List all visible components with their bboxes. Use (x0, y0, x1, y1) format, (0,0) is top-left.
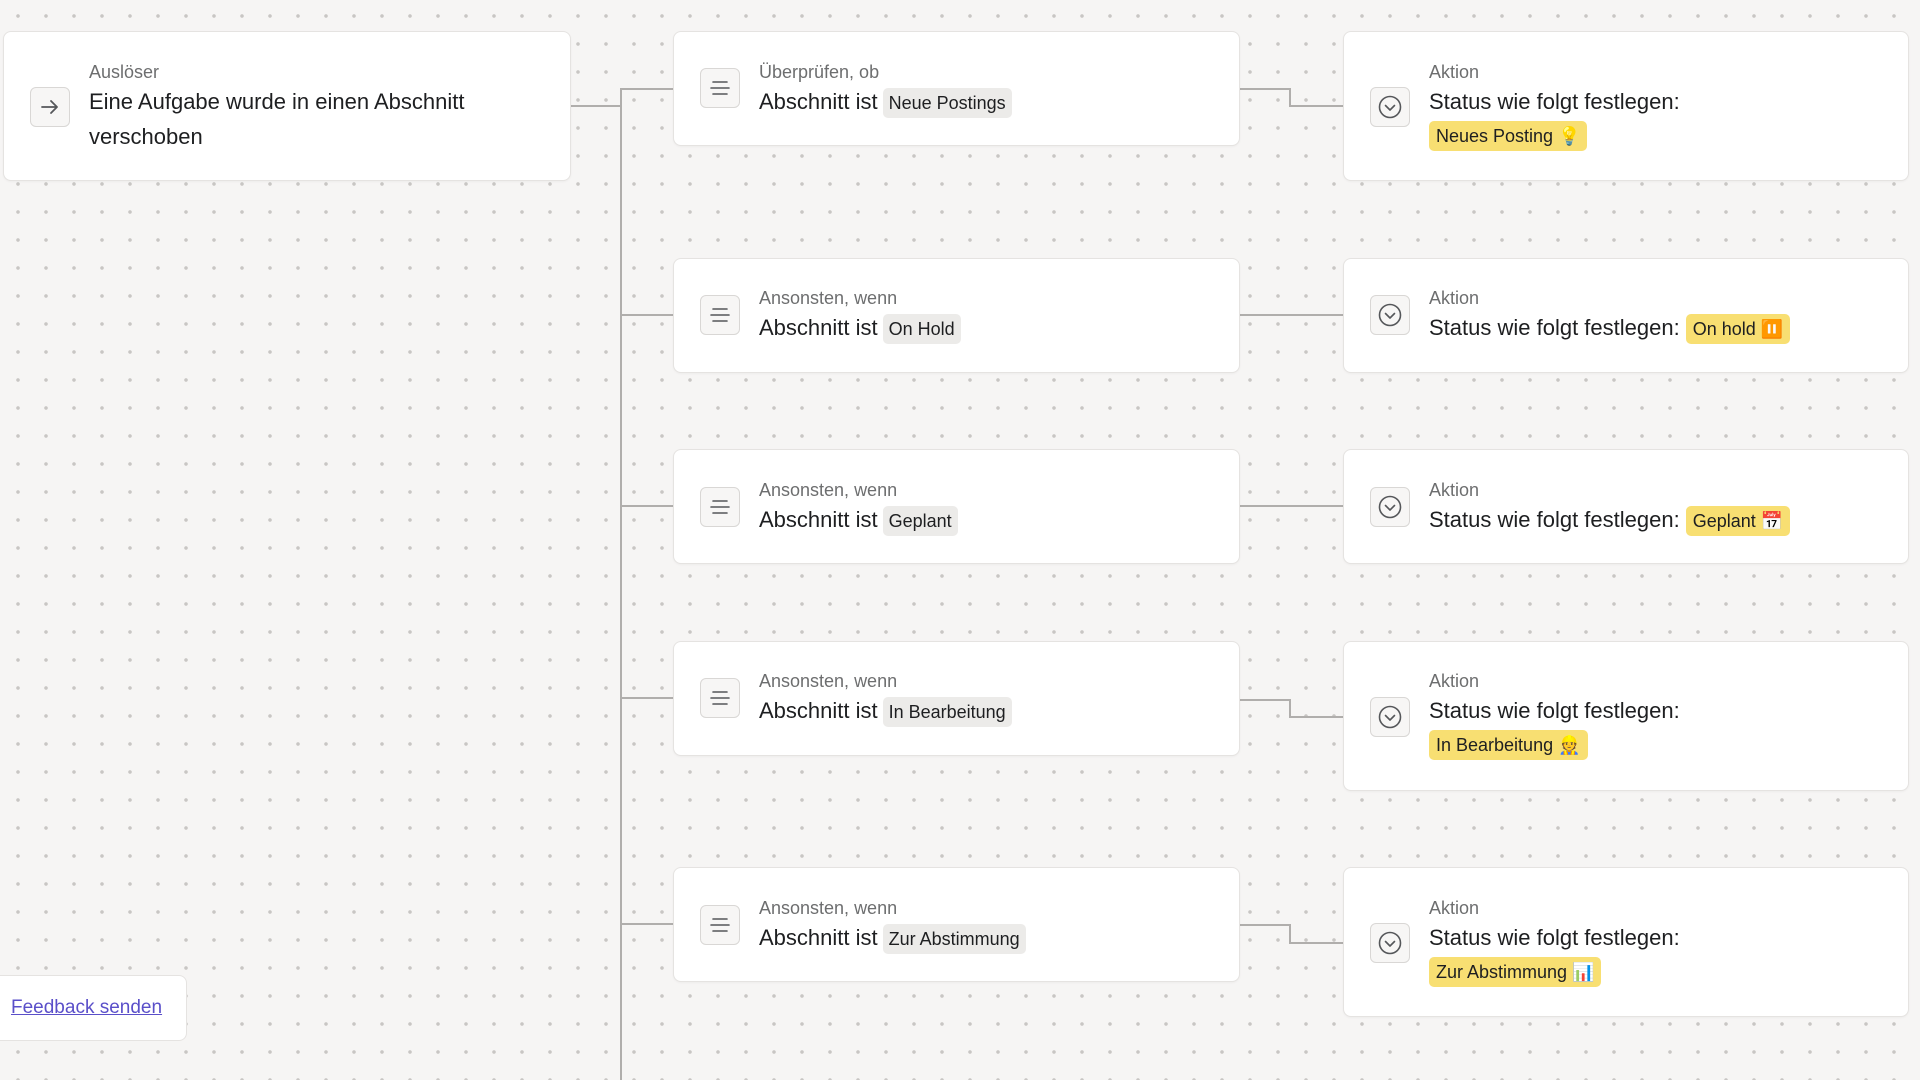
action-connector-5c (1289, 942, 1343, 944)
chevron-circle-icon (1370, 923, 1410, 963)
action-connector-4a (1240, 699, 1290, 701)
action-text: Status wie folgt festlegen: Zur Abstimmu… (1429, 920, 1680, 987)
chevron-circle-icon (1370, 697, 1410, 737)
action-connector-1a (1240, 88, 1290, 90)
branch-connector-2 (620, 314, 673, 316)
condition-prefix: Abschnitt ist (759, 698, 878, 723)
section-tag: Neue Postings (882, 88, 1012, 119)
branch-connector-4 (620, 697, 673, 699)
action-connector-1b (1289, 88, 1291, 106)
branch-trunk (620, 88, 622, 1080)
action-card[interactable]: Aktion Status wie folgt festlegen:On hol… (1343, 258, 1909, 373)
action-label: Aktion (1429, 898, 1480, 918)
action-description: Status wie folgt festlegen: (1429, 507, 1680, 532)
trigger-label: Auslöser (89, 62, 160, 82)
trigger-text: Eine Aufgabe wurde in einen Abschnitt ve… (89, 89, 465, 149)
status-tag: Geplant 📅 (1685, 506, 1791, 537)
condition-prefix: Abschnitt ist (759, 89, 878, 114)
branch-lines-icon (700, 487, 740, 527)
action-text: Status wie folgt festlegen:Geplant 📅 (1429, 502, 1791, 537)
status-tag: On hold ⏸️ (1685, 314, 1791, 345)
chevron-circle-icon (1370, 295, 1410, 335)
trigger-connector (571, 105, 621, 107)
action-connector-1c (1289, 105, 1343, 107)
branch-connector-1 (620, 88, 673, 90)
feedback-box: Feedback senden (0, 975, 187, 1041)
action-label: Aktion (1429, 62, 1480, 82)
status-tag: Zur Abstimmung 📊 (1429, 957, 1602, 987)
branch-connector-3 (620, 505, 673, 507)
status-tag: Neues Posting 💡 (1429, 121, 1588, 151)
action-label: Aktion (1429, 288, 1480, 308)
branch-connector-5 (620, 923, 673, 925)
chevron-circle-icon (1370, 87, 1410, 127)
action-description: Status wie folgt festlegen: (1429, 89, 1680, 114)
section-tag: In Bearbeitung (882, 697, 1012, 728)
action-card[interactable]: Aktion Status wie folgt festlegen: In Be… (1343, 641, 1909, 791)
action-description: Status wie folgt festlegen: (1429, 315, 1680, 340)
action-connector-5b (1289, 924, 1291, 943)
action-text: Status wie folgt festlegen: Neues Postin… (1429, 84, 1680, 151)
arrow-right-icon (30, 87, 70, 127)
condition-prefix: Abschnitt ist (759, 925, 878, 950)
condition-prefix: Abschnitt ist (759, 315, 878, 340)
action-label: Aktion (1429, 671, 1480, 691)
feedback-link[interactable]: Feedback senden (11, 997, 163, 1018)
section-tag: On Hold (882, 314, 961, 345)
chevron-circle-icon (1370, 487, 1410, 527)
action-description: Status wie folgt festlegen: (1429, 925, 1680, 950)
branch-lines-icon (700, 68, 740, 108)
action-connector-2 (1240, 314, 1343, 316)
action-card[interactable]: Aktion Status wie folgt festlegen: Zur A… (1343, 867, 1909, 1017)
status-tag: In Bearbeitung 👷 (1429, 730, 1588, 760)
action-connector-4b (1289, 699, 1291, 717)
trigger-card[interactable]: Auslöser Eine Aufgabe wurde in einen Abs… (3, 31, 571, 181)
section-tag: Geplant (882, 506, 958, 537)
condition-label: Ansonsten, wenn (759, 288, 898, 308)
condition-label: Ansonsten, wenn (759, 898, 898, 918)
action-description: Status wie folgt festlegen: (1429, 698, 1680, 723)
action-connector-3 (1240, 505, 1343, 507)
action-connector-5a (1240, 924, 1290, 926)
condition-prefix: Abschnitt ist (759, 507, 878, 532)
section-tag: Zur Abstimmung (882, 924, 1026, 955)
action-label: Aktion (1429, 480, 1480, 500)
condition-label: Überprüfen, ob (759, 62, 880, 82)
condition-label: Ansonsten, wenn (759, 480, 898, 500)
branch-lines-icon (700, 295, 740, 335)
condition-label: Ansonsten, wenn (759, 671, 898, 691)
action-card[interactable]: Aktion Status wie folgt festlegen:Geplan… (1343, 449, 1909, 564)
action-connector-4c (1289, 716, 1343, 718)
branch-lines-icon (700, 678, 740, 718)
action-card[interactable]: Aktion Status wie folgt festlegen: Neues… (1343, 31, 1909, 181)
action-text: Status wie folgt festlegen: In Bearbeitu… (1429, 693, 1680, 760)
action-text: Status wie folgt festlegen:On hold ⏸️ (1429, 310, 1791, 345)
branch-lines-icon (700, 905, 740, 945)
